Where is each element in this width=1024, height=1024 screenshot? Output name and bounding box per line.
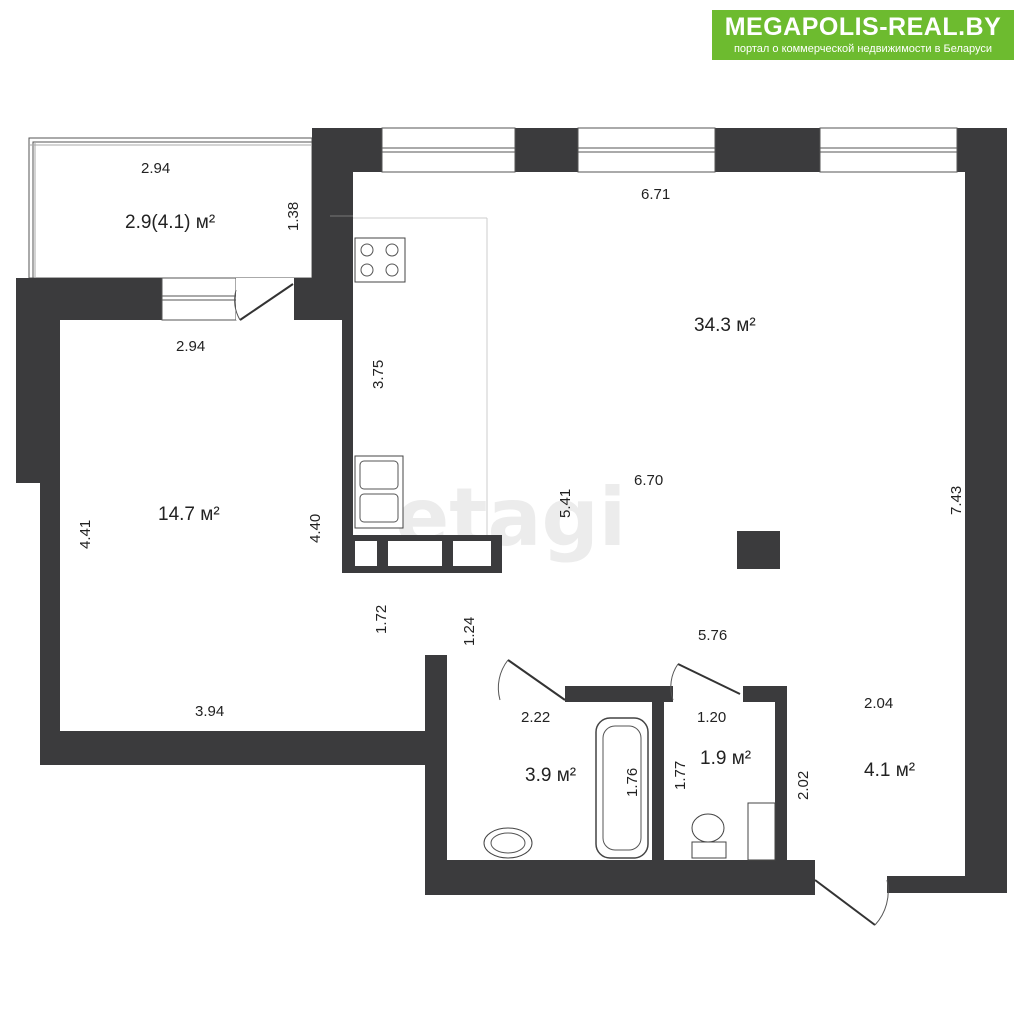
dim-toilet-depth: 1.77 (672, 761, 689, 790)
dim-living-kitchen: 3.75 (370, 360, 387, 389)
dim-bath-width: 2.22 (521, 709, 550, 726)
dim-living-top: 6.71 (641, 186, 670, 203)
kitchen-fixtures (330, 215, 491, 566)
dim-corridor-h: 5.76 (698, 627, 727, 644)
dim-toilet-width: 1.20 (697, 709, 726, 726)
logo-tagline: портал о коммерческой недвижимости в Бел… (733, 43, 993, 55)
doors (234, 278, 889, 926)
dim-living-right: 7.43 (948, 486, 965, 515)
dim-bath-tub: 1.76 (624, 768, 641, 797)
dim-bedroom-bottom: 3.94 (195, 703, 224, 720)
dim-hall-width: 2.04 (864, 695, 893, 712)
windows (161, 127, 958, 321)
dim-living-mid-h: 6.70 (634, 472, 663, 489)
dim-bedroom-top: 2.94 (176, 338, 205, 355)
logo: MEGAPOLIS-REAL.BY портал о коммерческой … (712, 10, 1014, 60)
toilet-area: 1.9 м² (700, 748, 751, 769)
dim-living-mid-v: 5.41 (557, 489, 574, 518)
living-area: 34.3 м² (694, 315, 756, 336)
bath-fixtures (483, 717, 776, 861)
balcony-area: 2.9(4.1) м² (125, 212, 215, 233)
dim-hall-depth: 2.02 (795, 771, 812, 800)
dim-balcony-depth: 1.38 (285, 202, 302, 231)
dim-corridor-v: 1.24 (461, 617, 478, 646)
bathroom-area: 3.9 м² (525, 765, 576, 786)
hall-area: 4.1 м² (864, 760, 915, 781)
logo-name: MEGAPOLIS-REAL.BY (724, 13, 1002, 41)
dim-bedroom-corridor: 1.72 (373, 605, 390, 634)
dim-bedroom-left: 4.41 (77, 520, 94, 549)
balcony-railing (28, 137, 313, 279)
dim-balcony-width: 2.94 (141, 160, 170, 177)
bedroom-area: 14.7 м² (158, 504, 220, 525)
dim-bedroom-right: 4.40 (307, 514, 324, 543)
